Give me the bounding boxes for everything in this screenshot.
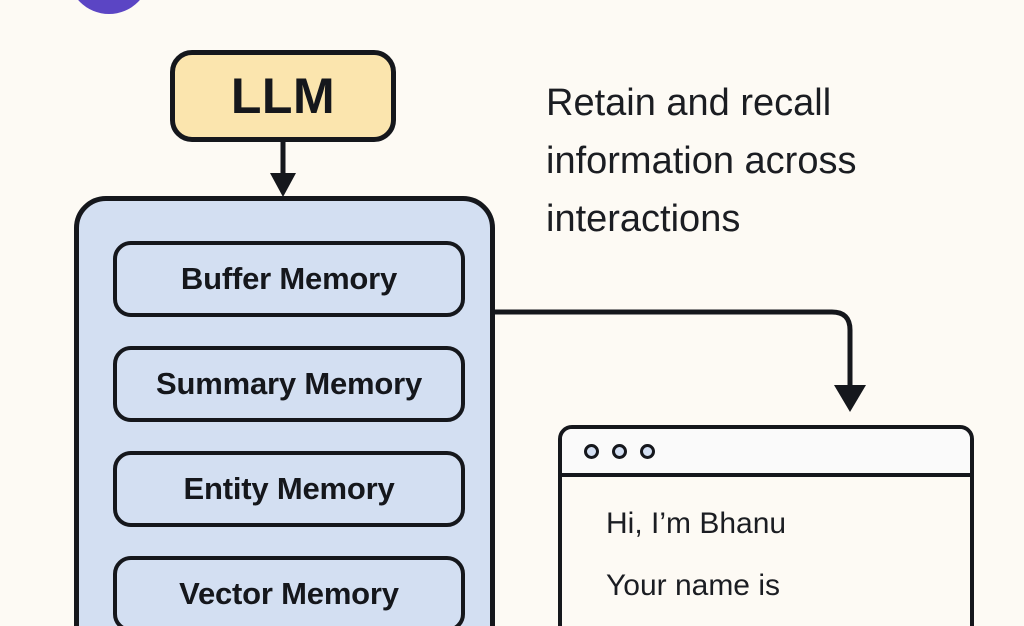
- memory-container: Buffer Memory Summary Memory Entity Memo…: [74, 196, 495, 626]
- llm-node[interactable]: LLM: [170, 50, 396, 142]
- memory-item-buffer[interactable]: Buffer Memory: [113, 241, 465, 317]
- chat-message: Your name is: [606, 568, 780, 602]
- memory-item-label: Vector Memory: [179, 576, 399, 611]
- arrow-memory-to-browser: [495, 309, 866, 412]
- arrow-llm-to-memory: [270, 142, 296, 197]
- memory-item-vector[interactable]: Vector Memory: [113, 556, 465, 626]
- browser-content: Hi, I’m Bhanu Your name is: [562, 477, 970, 604]
- browser-window-mock: Hi, I’m Bhanu Your name is: [558, 425, 974, 626]
- memory-item-label: Summary Memory: [156, 366, 422, 401]
- memory-item-summary[interactable]: Summary Memory: [113, 346, 465, 422]
- window-dot-maximize-icon[interactable]: [640, 443, 655, 459]
- window-dot-minimize-icon[interactable]: [612, 443, 627, 459]
- llm-node-label: LLM: [230, 68, 336, 124]
- caption-text: Retain and recall information across int…: [546, 74, 966, 248]
- memory-item-label: Buffer Memory: [180, 261, 398, 296]
- caption-line-3: interactions: [546, 198, 741, 240]
- caption-line-1: Retain and recall: [546, 82, 832, 124]
- browser-titlebar: [562, 429, 970, 477]
- memory-item-label: Entity Memory: [183, 471, 395, 506]
- caption-line-2: information across: [546, 140, 857, 182]
- purple-circle-decoration: [68, 0, 150, 14]
- window-dot-close-icon[interactable]: [584, 443, 599, 459]
- chat-message: Hi, I’m Bhanu: [606, 507, 787, 540]
- memory-item-entity[interactable]: Entity Memory: [113, 451, 465, 527]
